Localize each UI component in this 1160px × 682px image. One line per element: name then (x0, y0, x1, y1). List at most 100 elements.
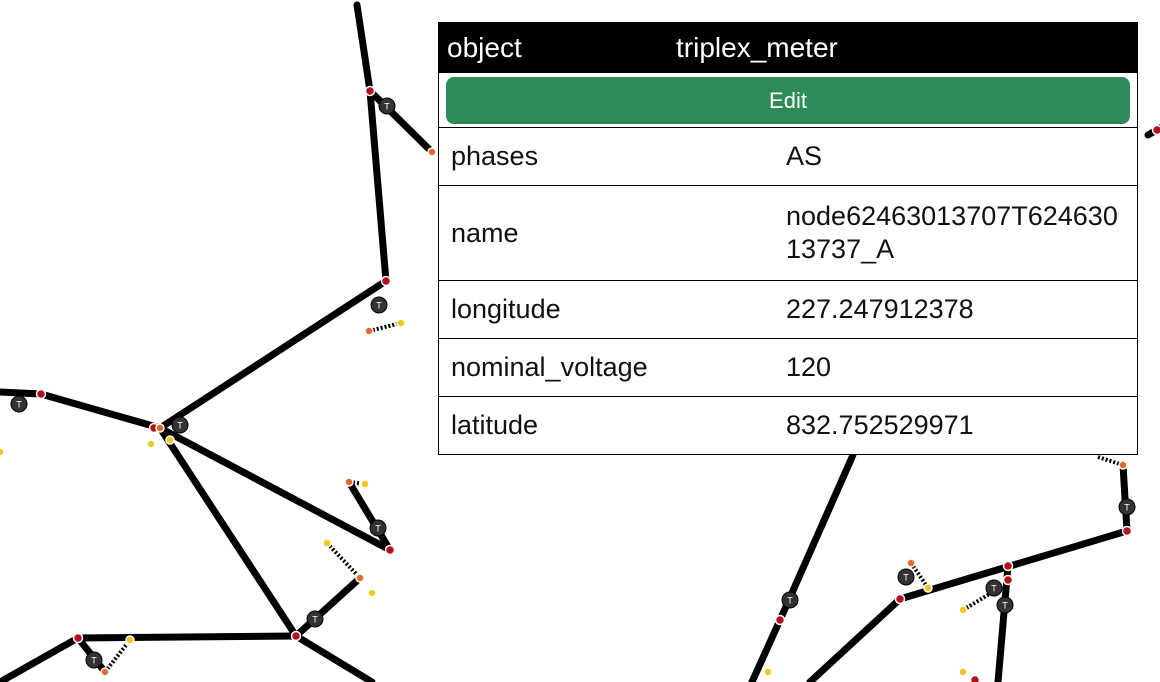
transformer-label: T (787, 596, 793, 606)
load-node[interactable] (958, 605, 968, 615)
bus-node[interactable] (1002, 560, 1014, 572)
bus-node[interactable] (1121, 525, 1133, 537)
transformer-icon (781, 591, 799, 609)
transformer-label: T (16, 400, 22, 410)
property-key: latitude (451, 410, 539, 440)
transformer-label: T (376, 301, 382, 311)
load-node[interactable] (360, 479, 370, 489)
service-drop (909, 561, 930, 590)
transformer-icon (85, 651, 103, 669)
transformer-badge[interactable]: T (171, 416, 189, 434)
service-drop (325, 541, 362, 580)
header-object-type: triplex_meter (676, 32, 838, 63)
transformer-label: T (903, 573, 909, 583)
transformer-label: T (312, 615, 318, 625)
power-line (994, 562, 1012, 682)
load-node[interactable] (165, 435, 175, 445)
transformer-badge[interactable]: T (378, 97, 396, 115)
load-node[interactable] (146, 439, 156, 449)
load-node[interactable] (367, 588, 377, 598)
bus-node[interactable] (364, 85, 376, 97)
transformer-badge[interactable]: T (1118, 498, 1136, 516)
transformer-icon (10, 395, 28, 413)
object-inspector-popup: object triplex_meter Edit phases AS name… (438, 22, 1138, 455)
bus-node[interactable] (35, 388, 47, 400)
bus-node[interactable] (72, 632, 84, 644)
transformer-badge[interactable]: T (369, 519, 387, 537)
transformer-badge[interactable]: T (10, 395, 28, 413)
property-row-name: name node62463013707T62463013737_A (439, 186, 1137, 281)
load-node[interactable] (125, 635, 135, 645)
transformer-label: T (1124, 503, 1130, 513)
meter-node[interactable] (906, 558, 916, 568)
property-row-longitude: longitude 227.247912378 (439, 281, 1137, 339)
load-node[interactable] (396, 318, 406, 328)
power-line (366, 87, 436, 156)
bus-node[interactable] (380, 275, 392, 287)
property-value: node62463013707T62463013737_A (786, 201, 1118, 264)
bus-node[interactable] (1151, 124, 1160, 136)
property-value: AS (786, 141, 823, 171)
transformer-badge[interactable]: T (985, 579, 1003, 597)
power-line (806, 595, 904, 682)
bus-node[interactable] (384, 544, 396, 556)
meter-node[interactable] (100, 667, 110, 677)
service-drop (103, 638, 132, 674)
power-line (345, 478, 394, 554)
popup-header: object triplex_meter (439, 23, 1137, 73)
transformer-icon (369, 519, 387, 537)
transformer-label: T (384, 102, 390, 112)
bus-node[interactable] (290, 630, 302, 642)
edit-button[interactable]: Edit (446, 77, 1130, 124)
bus-node[interactable] (969, 674, 981, 682)
transformer-icon (1118, 498, 1136, 516)
meter-node[interactable] (427, 147, 437, 157)
transformer-label: T (1002, 601, 1008, 611)
transformer-badge[interactable]: T (897, 568, 915, 586)
transformer-icon (985, 579, 1003, 597)
load-node[interactable] (958, 667, 968, 677)
power-line (156, 277, 390, 432)
power-line (156, 424, 394, 554)
property-row-phases: phases AS (439, 128, 1137, 186)
property-key: longitude (451, 294, 561, 324)
meter-node[interactable] (364, 326, 374, 336)
power-line (0, 634, 82, 682)
property-key: phases (451, 141, 539, 171)
transformer-label: T (991, 584, 997, 594)
power-line (156, 424, 300, 640)
meter-node[interactable] (155, 423, 165, 433)
transformer-icon (171, 416, 189, 434)
power-line (292, 632, 376, 682)
network-nodes (0, 85, 1160, 682)
transformer-label: T (177, 421, 183, 431)
transformer-badge[interactable]: T (781, 591, 799, 609)
load-node[interactable] (923, 583, 933, 593)
load-node[interactable] (763, 667, 773, 677)
bus-node[interactable] (894, 593, 906, 605)
transformer-icon (378, 97, 396, 115)
load-node[interactable] (322, 538, 332, 548)
transformer-icon (306, 610, 324, 628)
edit-row: Edit (439, 73, 1137, 128)
meter-node[interactable] (1118, 460, 1128, 470)
property-value: 832.752529971 (786, 410, 974, 440)
bus-node[interactable] (774, 614, 786, 626)
transformer-badge[interactable]: T (85, 651, 103, 669)
transformer-badge[interactable]: T (306, 610, 324, 628)
property-key: name (451, 217, 519, 248)
header-key: object (447, 32, 522, 63)
property-key: nominal_voltage (451, 352, 648, 382)
bus-node[interactable] (1002, 574, 1014, 586)
power-line (353, 1, 390, 285)
property-row-latitude: latitude 832.752529971 (439, 397, 1137, 454)
meter-node[interactable] (355, 573, 365, 583)
load-node[interactable] (0, 447, 5, 457)
transformer-badge[interactable]: T (996, 596, 1014, 614)
power-line (74, 632, 300, 642)
transformer-badge[interactable]: T (370, 296, 388, 314)
transformer-label: T (375, 524, 381, 534)
meter-node[interactable] (344, 477, 354, 487)
